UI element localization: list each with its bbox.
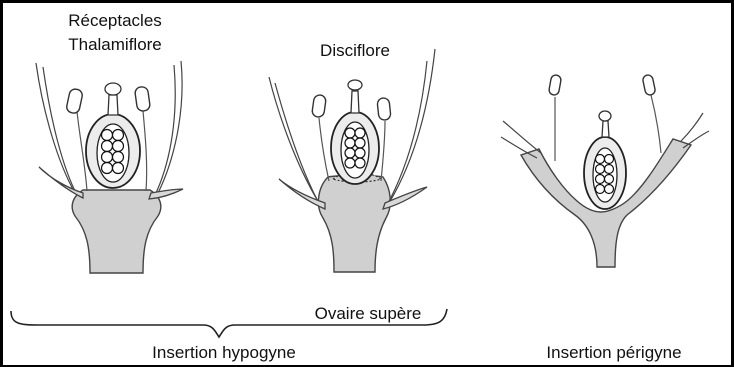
ovule (113, 141, 124, 152)
style-thalamiflore (108, 95, 118, 115)
ovule (345, 158, 355, 168)
ovule (596, 155, 605, 164)
anther-right (377, 97, 391, 120)
sepal-right (149, 189, 183, 199)
ovule (345, 148, 355, 158)
anther-left (66, 88, 84, 114)
stigma-disciflore (348, 80, 362, 90)
petal-left (36, 63, 75, 193)
sepal-left (279, 179, 325, 209)
petal-right-inner (386, 61, 427, 207)
style-perigyne (602, 121, 609, 137)
ovule (605, 165, 614, 174)
anther-right (642, 74, 656, 96)
ovule (102, 152, 113, 163)
ovule (605, 185, 614, 194)
style-disciflore (351, 91, 359, 113)
ovule (596, 165, 605, 174)
ovule (355, 138, 365, 148)
ovule (113, 130, 124, 141)
ovule (355, 128, 365, 138)
ovule (596, 175, 605, 184)
stamen-right-filament (651, 95, 661, 153)
petal-left (269, 77, 319, 203)
anther-right (134, 86, 150, 112)
ovule (113, 163, 124, 174)
ovule (102, 163, 113, 174)
stamen-left-filament (319, 118, 329, 181)
stigma-perigyne (599, 111, 611, 121)
stigma-thalamiflore (105, 83, 121, 95)
petal-right-inner (683, 131, 709, 148)
ovule (596, 185, 605, 194)
anther-left (312, 94, 327, 117)
ovule (605, 155, 614, 164)
receptacle-disciflore (318, 176, 390, 273)
petal-left-inner (501, 137, 537, 158)
flower-thalamiflore (36, 61, 183, 273)
ovule (345, 128, 355, 138)
flower-disciflore (269, 49, 435, 272)
ovule (355, 148, 365, 158)
ovule (605, 175, 614, 184)
ovule (102, 130, 113, 141)
ovule (355, 158, 365, 168)
petal-left-inner (43, 67, 77, 195)
ovule (102, 141, 113, 152)
ovule (345, 138, 355, 148)
petal-right (158, 61, 182, 193)
receptacle-thalamiflore (72, 190, 161, 273)
ovule (113, 152, 124, 163)
flower-perigyne (501, 74, 709, 267)
anther-left (548, 74, 561, 95)
stamen-right-filament (381, 121, 385, 181)
stamen-right-filament (143, 111, 147, 191)
brace-hypogyne (11, 309, 447, 337)
petal-left (503, 121, 541, 153)
petal-right (389, 49, 435, 203)
flower-diagrams (3, 3, 731, 365)
sepal-left (39, 167, 83, 198)
